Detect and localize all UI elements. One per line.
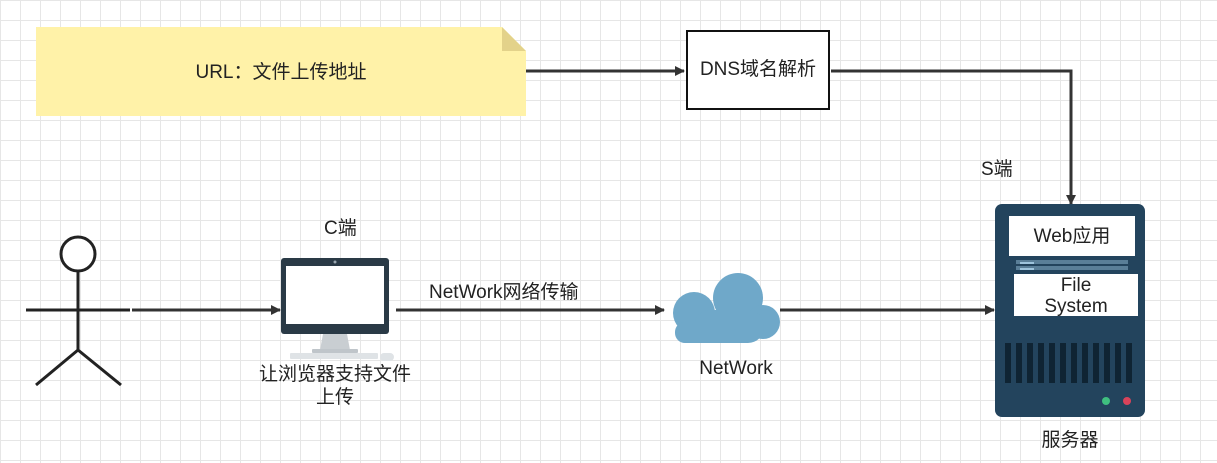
url-note [36,27,526,116]
c-side-label: C端 [324,218,357,239]
network-transfer-label: NetWork网络传输 [429,282,579,303]
s-side-label: S端 [981,159,1013,180]
server-caption: 服务器 [1041,430,1099,451]
arrow-dns-to-server [831,69,1076,205]
file-system-box: File System [1013,273,1139,317]
browser-caption-line-1: 让浏览器支持文件 [258,364,411,385]
note-fold [502,27,526,51]
web-app-label: Web应用 [1033,226,1111,247]
monitor-icon [281,258,394,361]
status-led-red [1123,397,1131,405]
dns-resolution-box: DNS域名解析 [686,30,830,110]
browser-caption-line-2: 上传 [315,387,354,408]
note-text: URL：文件上传地址 [195,62,367,83]
network-label: NetWork [699,358,773,379]
file-system-label-line-1: File [1060,275,1092,296]
network-cloud-icon [673,273,780,343]
status-led-green [1102,397,1110,405]
file-system-label-line-2: System [1044,296,1108,317]
user-stick-figure-icon [26,235,130,387]
web-app-box: Web应用 [1008,215,1136,257]
dns-label: DNS域名解析 [699,59,817,80]
